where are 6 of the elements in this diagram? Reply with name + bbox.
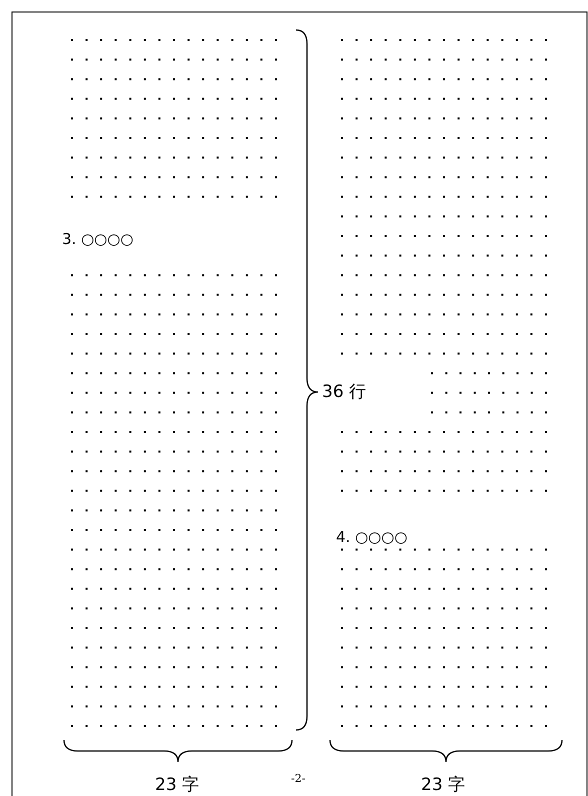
page-number: -2- [291,773,306,784]
character-count-label: 23 字 [155,777,200,794]
row-count-label: 36 行 [322,384,366,401]
character-count-label: 23 字 [421,777,466,794]
section-heading: 3. ○○○○ [62,232,134,247]
section-heading: 4. ○○○○ [336,530,408,545]
